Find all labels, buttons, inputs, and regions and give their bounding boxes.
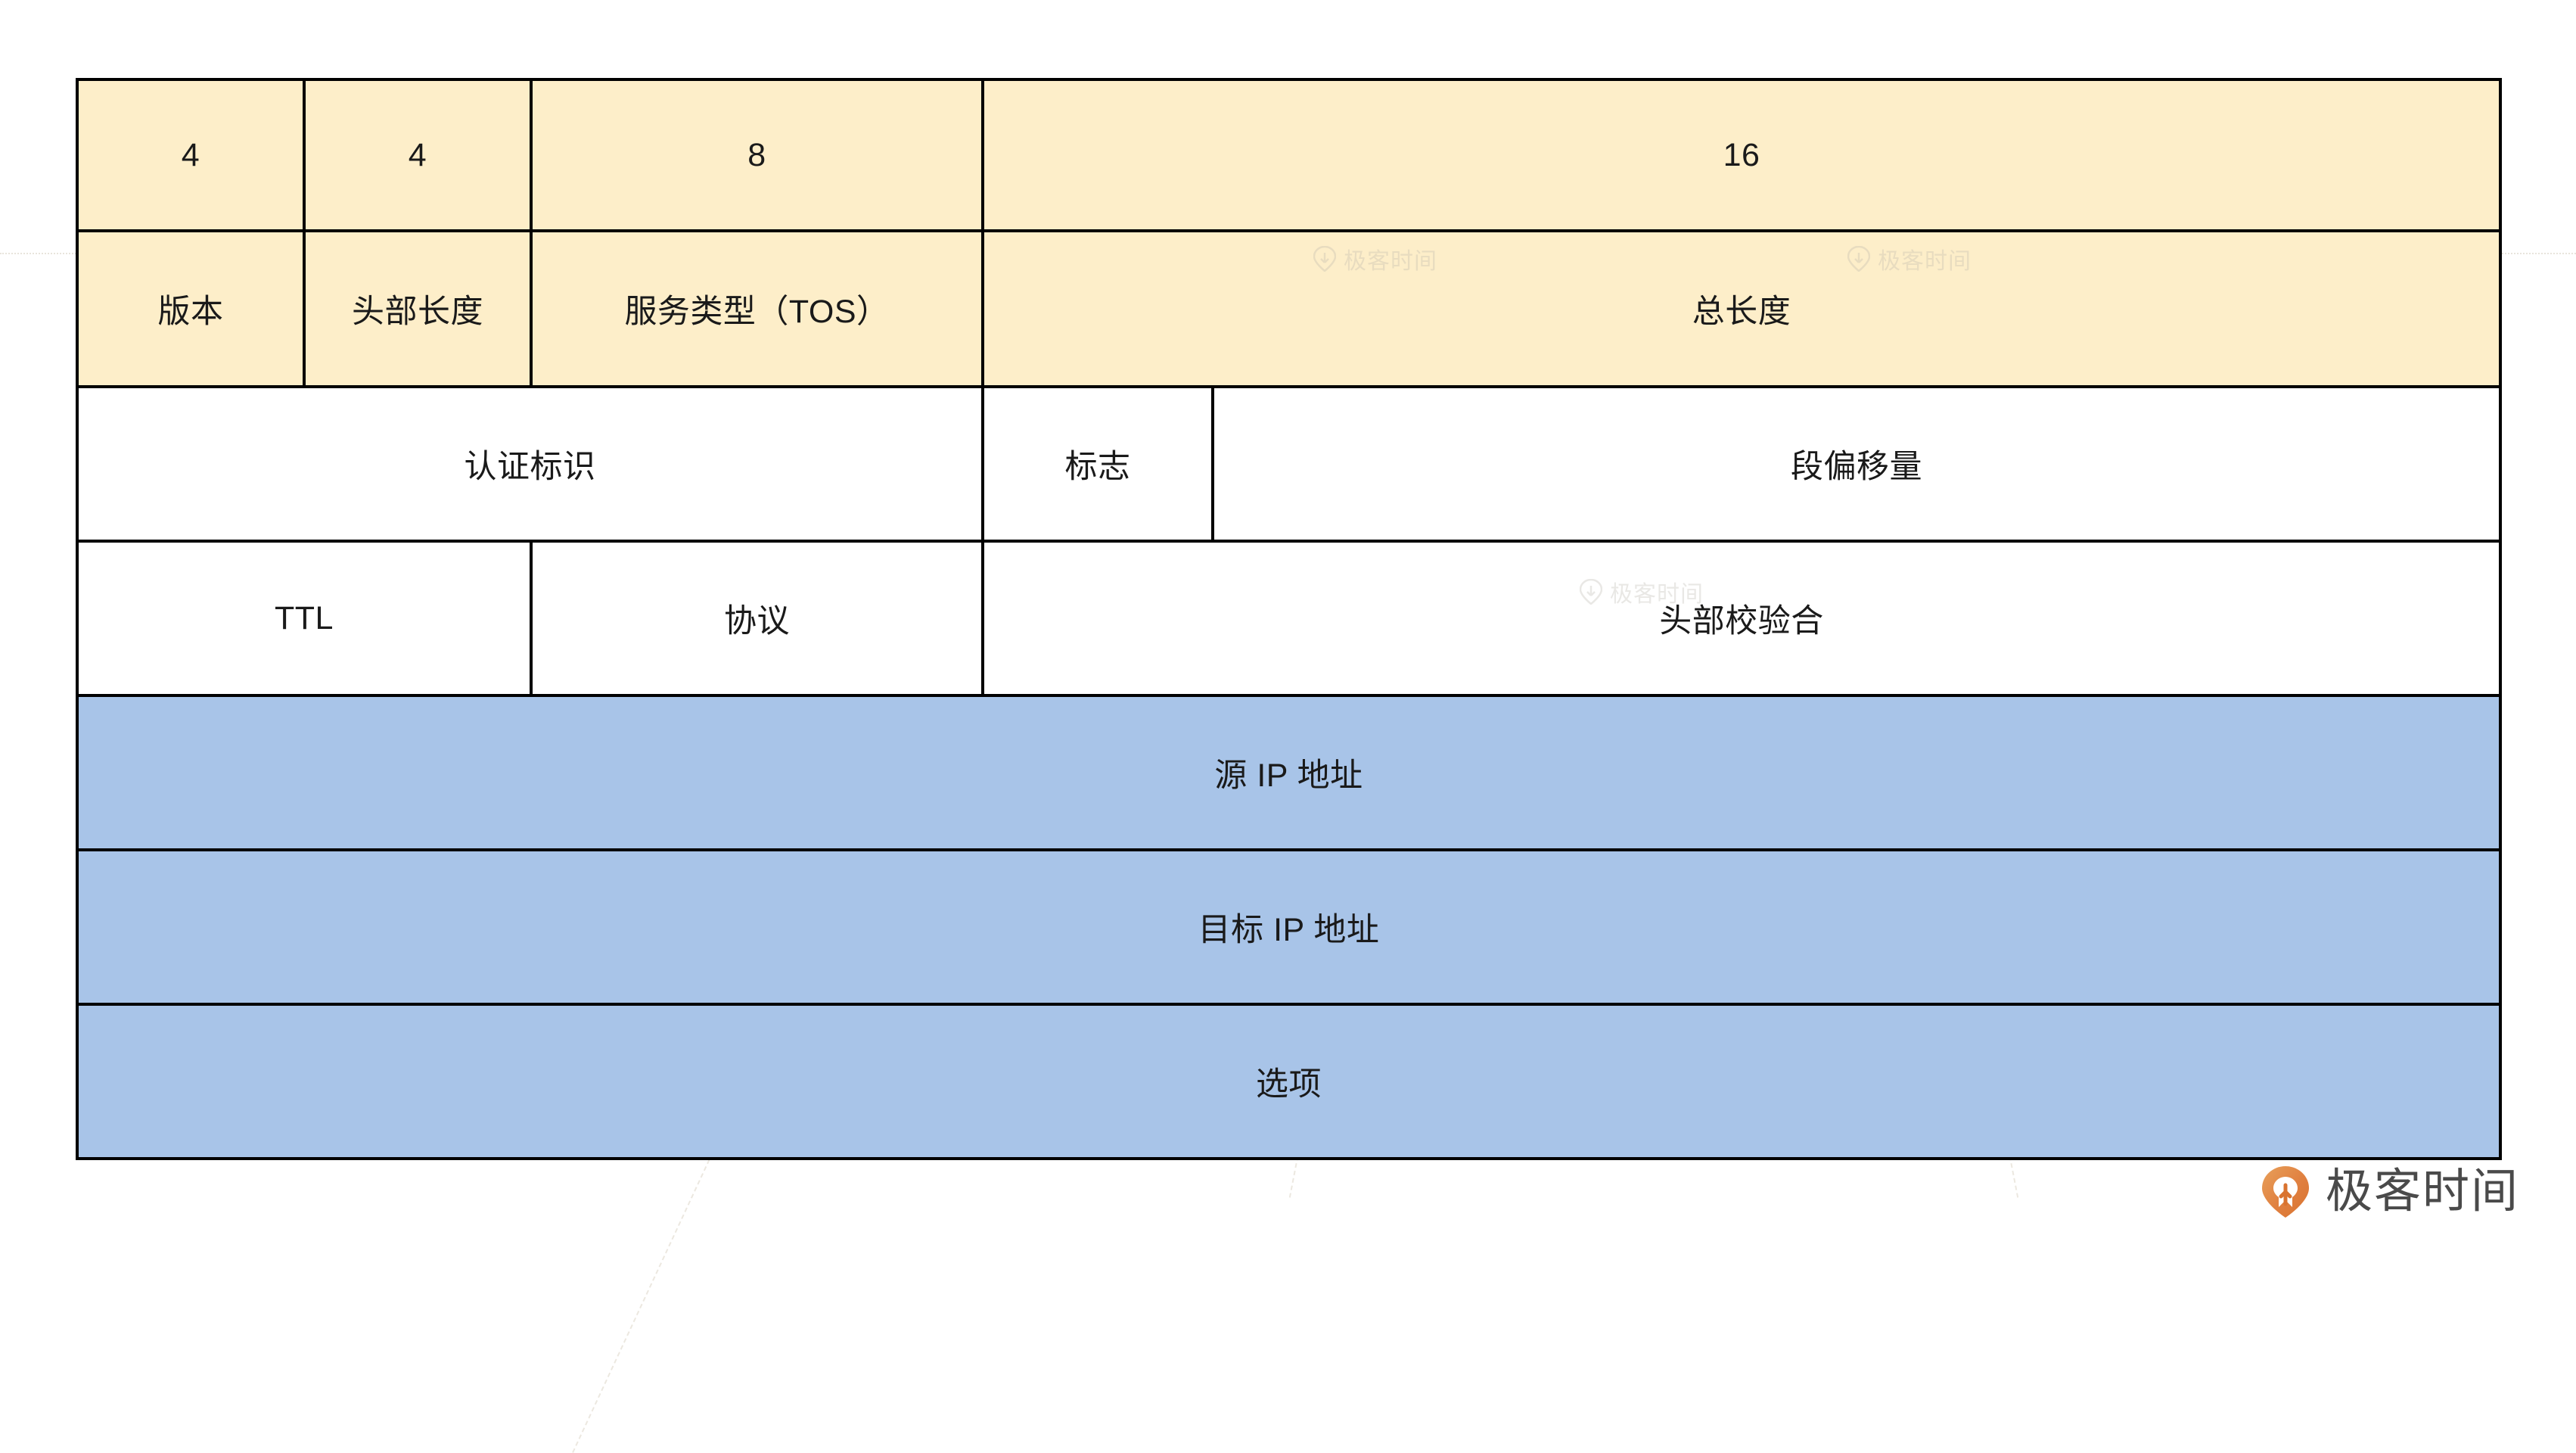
- cell-bits-version: 4: [76, 78, 306, 232]
- table-row-fields-3: TTL 协议 头部校验合: [76, 540, 2502, 697]
- cell-field-tos: 服务类型（TOS）: [530, 229, 984, 388]
- cell-field-protocol: 协议: [530, 540, 984, 697]
- location-pin-logo-icon: [2261, 1165, 2310, 1219]
- cell-field-options: 选项: [76, 1003, 2502, 1160]
- cell-field-destination-ip: 目标 IP 地址: [76, 848, 2502, 1006]
- cell-bits-tos: 8: [530, 78, 984, 232]
- table-row-options: 选项: [76, 1003, 2502, 1160]
- cell-field-version: 版本: [76, 229, 306, 388]
- cell-bits-total-length: 16: [981, 78, 2502, 232]
- cell-field-source-ip: 源 IP 地址: [76, 694, 2502, 851]
- brand-logo: 极客时间: [2261, 1165, 2519, 1219]
- ip-header-diagram-table: 4 4 8 16 版本 头部长度 服务类型（TOS） 总长度 认证标识 标志 段…: [76, 78, 2502, 1160]
- cell-field-identification: 认证标识: [76, 385, 984, 543]
- brand-name: 极客时间: [2326, 1165, 2520, 1218]
- cell-bits-header-length: 4: [303, 78, 533, 232]
- cell-field-header-checksum: 头部校验合: [981, 540, 2502, 697]
- table-row-destination-address: 目标 IP 地址: [76, 848, 2502, 1006]
- table-row-source-address: 源 IP 地址: [76, 694, 2502, 851]
- cell-field-fragment-offset: 段偏移量: [1211, 385, 2502, 543]
- cell-field-header-length: 头部长度: [303, 229, 533, 388]
- table-row-fields-2: 认证标识 标志 段偏移量: [76, 385, 2502, 543]
- table-row-bit-widths: 4 4 8 16: [76, 78, 2502, 232]
- cell-field-flags: 标志: [981, 385, 1214, 543]
- cell-field-total-length: 总长度: [981, 229, 2502, 388]
- table-row-fields-1: 版本 头部长度 服务类型（TOS） 总长度: [76, 229, 2502, 388]
- cell-field-ttl: TTL: [76, 540, 533, 697]
